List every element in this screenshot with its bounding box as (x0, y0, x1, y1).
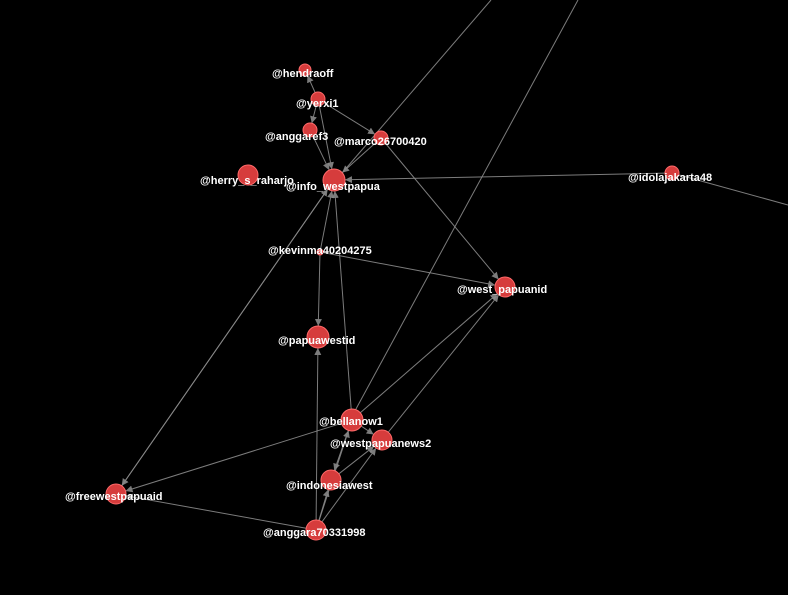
edge-kevinma40204275-to-papuawestid (314, 254, 322, 327)
node-label: @kevinma40204275 (268, 245, 372, 257)
node-circle[interactable] (316, 248, 324, 256)
node-circle[interactable] (310, 91, 326, 107)
edge-yerxi1-to-info_westpapua (318, 105, 334, 170)
edge-info_westpapua-to-freewestpapuaid (121, 188, 329, 487)
node-circle[interactable] (305, 519, 327, 541)
edge-kevinma40204275-to-info_westpapua (320, 190, 334, 250)
node-label: @bellanow1 (319, 416, 383, 428)
edge-bellanow1-to-info_westpapua (331, 190, 352, 410)
node-anggaref3[interactable]: @anggaref3 (265, 122, 328, 143)
edge-anggara70331998-to-papuawestid (314, 347, 322, 521)
node-kevinma40204275[interactable]: @kevinma40204275 (268, 245, 372, 257)
node-label: @westpapuanews2 (330, 438, 431, 450)
edge-yerxi1-to-anggaref3 (310, 105, 317, 124)
nodes-group: @hendraoff @yerxi1 @anggaref3 @marco2670042… (65, 63, 712, 541)
node-marco26700420[interactable]: @marco26700420 (334, 130, 427, 148)
node-circle[interactable] (306, 325, 330, 349)
node-circle[interactable] (237, 164, 259, 186)
node-label: @west_papuanid (457, 284, 547, 296)
node-herry_s_raharjo[interactable]: @herry_s_raharjo (200, 164, 294, 187)
node-yerxi1[interactable]: @yerxi1 (296, 91, 339, 110)
node-circle[interactable] (371, 429, 393, 451)
edge-offscreen-2 (349, 0, 579, 421)
edge-anggaref3-to-info_westpapua (312, 136, 330, 171)
node-label: @yerxi1 (296, 98, 339, 110)
node-label: @anggara70331998 (263, 527, 365, 539)
node-circle[interactable] (302, 122, 318, 138)
node-circle[interactable] (340, 408, 364, 432)
node-label: @idolajakarta48 (628, 172, 712, 184)
node-hendraoff[interactable]: @hendraoff (272, 63, 334, 80)
node-bellanow1[interactable]: @bellanow1 (319, 408, 383, 432)
node-label: @marco26700420 (334, 136, 427, 148)
node-label: @papuawestid (278, 335, 355, 347)
node-circle[interactable] (322, 168, 346, 192)
edge-indonesiawest-to-westpapuanews2 (338, 445, 375, 475)
node-label: @info_westpapua (286, 181, 381, 193)
node-indonesiawest[interactable]: @indonesiawest (286, 469, 373, 492)
edge-idolajakarta48-to-info_westpapua (344, 172, 666, 184)
edge-marco26700420-to-west_papuanid (385, 143, 499, 280)
node-circle[interactable] (494, 276, 516, 298)
node-circle[interactable] (105, 483, 127, 505)
edge-offscreen-3 (671, 172, 788, 206)
edge-bellanow1-to-freewestpapuaid (125, 422, 342, 493)
node-label: @anggaref3 (265, 131, 328, 143)
node-westpapuanews2[interactable]: @westpapuanews2 (330, 429, 431, 451)
edge-anggara70331998-to-westpapuanews2 (321, 447, 377, 523)
edge-westpapuanews2-to-west_papuanid (387, 294, 500, 433)
node-info_westpapua[interactable]: @info_westpapua (286, 168, 381, 193)
node-label: @herry_s_raharjo (200, 175, 294, 187)
node-circle[interactable] (664, 165, 680, 181)
node-label: @indonesiawest (286, 480, 373, 492)
node-circle[interactable] (320, 469, 342, 491)
node-freewestpapuaid[interactable]: @freewestpapuaid (65, 483, 163, 505)
node-label: @freewestpapuaid (65, 491, 163, 503)
node-circle[interactable] (298, 63, 312, 77)
edge-offscreen-1 (335, 0, 492, 181)
node-idolajakarta48[interactable]: @idolajakarta48 (628, 165, 712, 184)
node-circle[interactable] (373, 130, 389, 146)
node-label: @hendraoff (272, 68, 334, 80)
edge-yerxi1-to-hendraoff (306, 75, 316, 93)
edge-yerxi1-to-marco26700420 (323, 102, 376, 135)
offscreen-edges (335, 0, 788, 421)
node-west_papuanid[interactable]: @west_papuanid (457, 276, 547, 298)
edge-bellanow1-to-west_papuanid (359, 293, 498, 414)
edge-anggara70331998-to-freewestpapuaid (125, 493, 307, 529)
edge-marco26700420-to-info_westpapua (341, 142, 377, 174)
node-anggara70331998[interactable]: @anggara70331998 (263, 519, 365, 541)
edge-kevinma40204275-to-west_papuanid (322, 252, 496, 288)
edge-bellanow1-to-westpapuanews2 (360, 425, 374, 435)
node-papuawestid[interactable]: @papuawestid (278, 325, 355, 349)
